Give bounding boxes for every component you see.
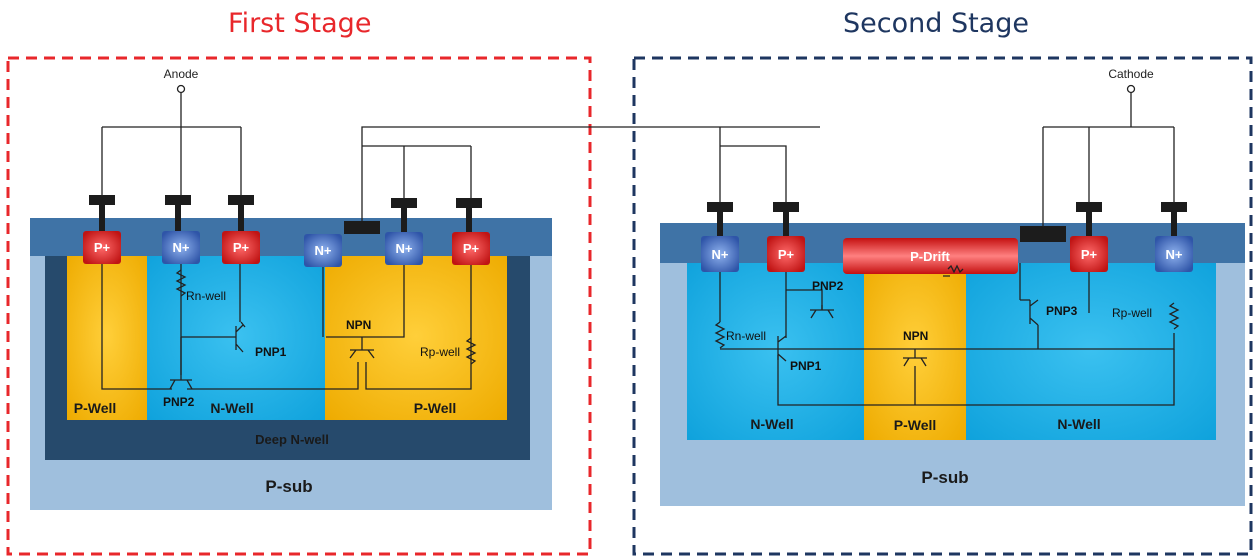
metal-contact	[165, 195, 191, 205]
rp-well-label: Rp-well	[420, 345, 460, 359]
metal-contact-bar	[1020, 226, 1066, 242]
metal-via	[99, 205, 105, 231]
rp-well-resistor-icon	[465, 337, 477, 365]
n-plus-contact	[162, 231, 200, 264]
second-stage-metal-contacts	[707, 202, 1187, 242]
n-well-right-label: N-Well	[1057, 416, 1100, 432]
metal-via	[1171, 212, 1177, 236]
pnp1-transistor-icon	[235, 321, 246, 353]
n-plus-contact	[1155, 236, 1193, 272]
n-plus-label: N+	[712, 247, 729, 262]
rp-well-label: Rp-well	[1112, 306, 1152, 320]
pnp2-transistor-icon	[810, 305, 834, 319]
rn-well-label: Rn-well	[726, 329, 766, 343]
p-plus-contact	[1070, 236, 1108, 272]
pnp3-transistor-icon	[1029, 299, 1039, 349]
p-plus-label: P+	[94, 240, 111, 255]
p-well-right-label: P-Well	[414, 400, 457, 416]
metal-via	[238, 205, 244, 231]
p-well-left-region	[67, 252, 147, 420]
metal-contact-bar	[344, 221, 380, 234]
p-plus-contact	[222, 231, 260, 264]
p-plus-label: P+	[778, 247, 795, 262]
p-plus-contact	[767, 236, 805, 272]
n-plus-label: N+	[1166, 247, 1183, 262]
metal-contact	[1161, 202, 1187, 212]
pnp3-label: PNP3	[1046, 304, 1078, 318]
p-well-label: P-Well	[894, 417, 937, 433]
metal-contact	[1076, 202, 1102, 212]
p-plus-label: P+	[233, 240, 250, 255]
first-stage-structure	[30, 218, 552, 510]
pnp1-label: PNP1	[790, 359, 822, 373]
n-plus-label: N+	[396, 241, 413, 256]
metal-contact	[707, 202, 733, 212]
pnp1-label: PNP1	[255, 345, 287, 359]
metal-via	[717, 212, 723, 236]
deep-n-well-label: Deep N-well	[255, 432, 329, 447]
n-plus-contact	[304, 234, 342, 267]
p-plus-label: P+	[1081, 247, 1098, 262]
pnp2-label: PNP2	[812, 279, 844, 293]
metal-contact	[773, 202, 799, 212]
metal-contact	[228, 195, 254, 205]
first-stage-title: First Stage	[228, 8, 372, 39]
cathode-label: Cathode	[1108, 67, 1154, 81]
metal-via	[401, 208, 407, 232]
p-sub-label: P-sub	[921, 468, 968, 487]
metal-via	[175, 205, 181, 231]
n-well-left-label: N-Well	[750, 416, 793, 432]
rn-well-resistor-icon	[175, 269, 187, 297]
n-well-region	[147, 252, 327, 420]
metal-via	[1086, 212, 1092, 236]
p-sub-label: P-sub	[265, 477, 312, 496]
p-plus-label: P+	[463, 241, 480, 256]
p-plus-contact	[452, 232, 490, 265]
p-drift-region	[843, 238, 1018, 274]
n-plus-label: N+	[173, 240, 190, 255]
pnp2-label: PNP2	[163, 395, 195, 409]
p-well-left-label: P-Well	[74, 400, 117, 416]
metal-contact	[456, 198, 482, 208]
first-stage-metal-contacts	[89, 195, 482, 234]
metal-via	[466, 208, 472, 232]
pnp1-transistor-icon	[777, 335, 787, 362]
metal-contact	[89, 195, 115, 205]
metal-via	[783, 212, 789, 236]
n-well-label: N-Well	[210, 400, 253, 416]
second-stage-title: Second Stage	[843, 8, 1029, 39]
first-stage-frame	[6, 56, 592, 556]
anode-label: Anode	[164, 67, 199, 81]
p-well-right-region	[325, 252, 507, 420]
n-plus-contact	[385, 232, 423, 265]
rn-well-label: Rn-well	[186, 289, 226, 303]
npn-transistor-icon	[349, 337, 375, 359]
npn-transistor-icon	[903, 357, 927, 405]
npn-label: NPN	[903, 329, 928, 343]
p-plus-contact	[83, 231, 121, 264]
metal-contact	[391, 198, 417, 208]
second-stage-wiring	[719, 92, 1175, 406]
anode-terminal	[176, 84, 186, 94]
rn-well-resistor-icon	[714, 321, 726, 349]
pnp2-transistor-icon	[169, 375, 193, 390]
npn-label: NPN	[346, 318, 371, 332]
p-drift-label: P-Drift	[910, 249, 950, 264]
p-drift-resistor-icon	[947, 264, 964, 274]
cathode-terminal	[1126, 84, 1136, 94]
n-plus-label: N+	[315, 243, 332, 258]
n-plus-contact	[701, 236, 739, 272]
second-stage-frame	[632, 56, 1253, 556]
rp-well-resistor-icon	[1168, 302, 1180, 330]
